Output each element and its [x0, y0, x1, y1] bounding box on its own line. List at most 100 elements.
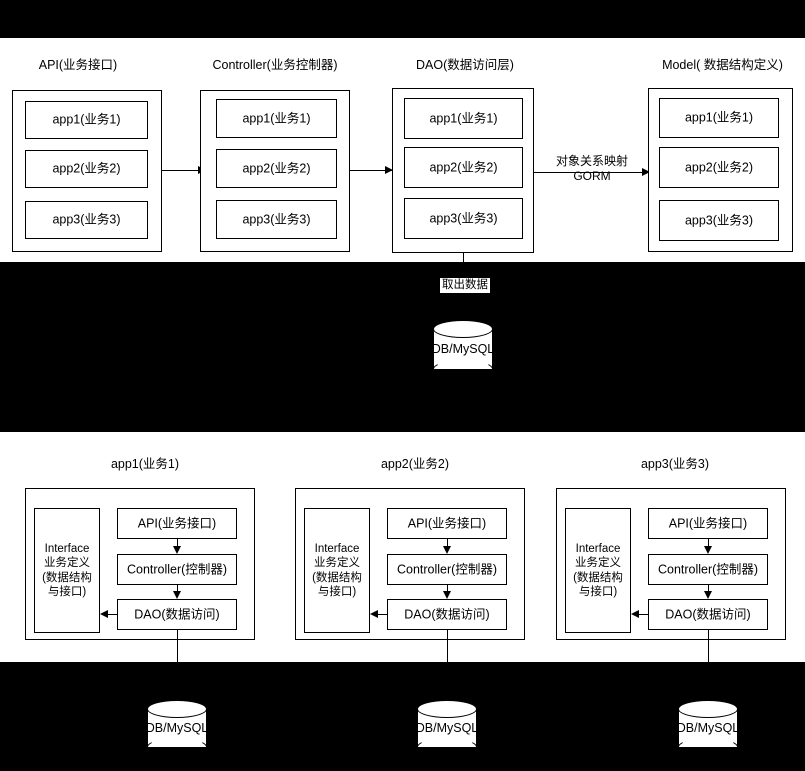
model-item-app1-label: app1(业务1) — [684, 110, 754, 125]
module-app1-api-box[interactable]: API(业务接口) — [117, 508, 237, 539]
module-app3-controller-box[interactable]: Controller(控制器) — [648, 554, 768, 585]
module-app3-api-label: API(业务接口) — [668, 516, 748, 530]
edge-dao-to-model-label-line2: GORM — [573, 169, 611, 183]
module-app2-edge-controller-dao-line — [447, 585, 448, 592]
edge-controller-to-dao-arrowhead — [385, 165, 393, 174]
module-app3-edge-dao-interface-line — [635, 614, 649, 615]
module-app1-dao-label: DAO(数据访问) — [134, 607, 220, 621]
database-app3-top-ellipse — [678, 700, 738, 718]
module-app1-controller-label: Controller(控制器) — [126, 562, 227, 576]
dao-item-app1-label: app1(业务1) — [429, 111, 498, 125]
module-title-app2: app2(业务2) — [380, 457, 450, 471]
edge-dao-to-database-label: 取出数据 — [440, 278, 490, 293]
column-title-dao: DAO(数据访问层) — [416, 58, 514, 72]
module-app1-edge-dao-interface-line — [104, 614, 118, 615]
column-title-api: API(业务接口) — [38, 58, 118, 72]
dao-item-app1[interactable]: app1(业务1) — [404, 98, 523, 139]
database-main-top-ellipse — [433, 320, 493, 338]
edge-dao-to-model-line — [534, 172, 649, 173]
api-item-app1[interactable]: app1(业务1) — [25, 101, 148, 139]
module-app2-edge-dao-interface-line — [374, 614, 388, 615]
api-item-app2[interactable]: app2(业务2) — [25, 150, 148, 188]
column-title-controller: Controller(业务控制器) — [212, 58, 338, 72]
database-app1-top-ellipse — [147, 700, 207, 718]
module-app1-edge-controller-dao-arrowhead — [172, 591, 181, 599]
edge-dao-to-model-arrowhead — [642, 167, 650, 176]
module-app3-edge-controller-dao-line — [708, 585, 709, 592]
controller-item-app2-label: app2(业务2) — [242, 161, 311, 175]
controller-item-app3[interactable]: app3(业务3) — [216, 200, 337, 239]
module-title-app1: app1(业务1) — [110, 457, 180, 471]
controller-item-app1-label: app1(业务1) — [242, 111, 311, 125]
dao-item-app2[interactable]: app2(业务2) — [404, 147, 523, 188]
edge-dao-to-database-line — [463, 253, 464, 262]
module-app1-edge-dao-database-line — [177, 630, 178, 662]
module-app1-dao-box[interactable]: DAO(数据访问) — [117, 599, 237, 630]
database-app2-label: DB/MySQL — [415, 721, 479, 735]
database-main[interactable]: DB/MySQL — [432, 320, 494, 378]
edge-controller-to-dao-line — [350, 170, 392, 171]
module-app2-edge-dao-interface-arrowhead — [370, 609, 378, 618]
model-item-app2-label: app2(业务2) — [684, 160, 754, 174]
database-app1-label: DB/MySQL — [145, 721, 209, 735]
module-app2-controller-label: Controller(控制器) — [396, 562, 497, 576]
api-item-app1-label: app1(业务1) — [52, 112, 121, 127]
module-app3-dao-box[interactable]: DAO(数据访问) — [648, 599, 768, 630]
edge-dao-to-model-label-line1: 对象关系映射 — [555, 154, 628, 168]
controller-item-app3-label: app3(业务3) — [242, 212, 311, 226]
module-app3-controller-label: Controller(控制器) — [657, 562, 758, 576]
module-app3-edge-dao-database-line — [708, 630, 709, 662]
model-item-app3[interactable]: app3(业务3) — [659, 200, 779, 241]
module-app1-edge-controller-dao-line — [177, 585, 178, 592]
module-app2-dao-label: DAO(数据访问) — [404, 607, 490, 621]
module-app1-api-label: API(业务接口) — [137, 516, 217, 530]
database-app2-top-ellipse — [417, 700, 477, 718]
dao-item-app2-label: app2(业务2) — [429, 160, 498, 174]
database-app3-label: DB/MySQL — [676, 721, 740, 735]
edge-api-to-controller-line — [162, 170, 205, 171]
module-app1-edge-api-controller-arrowhead — [172, 546, 181, 554]
module-title-app3: app3(业务3) — [640, 457, 710, 471]
controller-item-app1[interactable]: app1(业务1) — [216, 99, 337, 138]
controller-item-app2[interactable]: app2(业务2) — [216, 149, 337, 188]
module-app2-edge-controller-dao-arrowhead — [442, 591, 451, 599]
api-item-app3-label: app3(业务3) — [52, 212, 121, 227]
database-app3[interactable]: DB/MySQL — [676, 700, 740, 756]
dao-item-app3[interactable]: app3(业务3) — [404, 198, 523, 239]
module-app1-edge-api-controller-line — [177, 539, 178, 547]
module-app2-edge-api-controller-arrowhead — [442, 546, 451, 554]
module-app2-edge-api-controller-line — [447, 539, 448, 547]
module-app3-dao-label: DAO(数据访问) — [665, 607, 751, 621]
api-item-app3[interactable]: app3(业务3) — [25, 201, 148, 239]
database-app2-bottom-ellipse — [417, 738, 477, 756]
module-app1-edge-dao-interface-arrowhead — [100, 609, 108, 618]
module-app1-controller-box[interactable]: Controller(控制器) — [117, 554, 237, 585]
database-app3-bottom-ellipse — [678, 738, 738, 756]
database-main-bottom-ellipse — [433, 360, 493, 378]
api-item-app2-label: app2(业务2) — [52, 161, 121, 176]
module-app2-edge-dao-database-line — [447, 630, 448, 662]
module-app2-controller-box[interactable]: Controller(控制器) — [387, 554, 507, 585]
model-item-app1[interactable]: app1(业务1) — [659, 98, 779, 138]
module-app2-dao-box[interactable]: DAO(数据访问) — [387, 599, 507, 630]
module-app2-api-box[interactable]: API(业务接口) — [387, 508, 507, 539]
database-app1-bottom-ellipse — [147, 738, 207, 756]
module-app3-edge-dao-interface-arrowhead — [631, 609, 639, 618]
module-app3-edge-controller-dao-arrowhead — [703, 591, 712, 599]
module-app2-api-label: API(业务接口) — [407, 516, 487, 530]
module-app3-edge-api-controller-arrowhead — [703, 546, 712, 554]
dao-item-app3-label: app3(业务3) — [429, 211, 498, 225]
module-app3-api-box[interactable]: API(业务接口) — [648, 508, 768, 539]
module-app3-edge-api-controller-line — [708, 539, 709, 547]
model-item-app2[interactable]: app2(业务2) — [659, 147, 779, 188]
column-title-model: Model( 数据结构定义) — [662, 58, 783, 72]
database-app1[interactable]: DB/MySQL — [145, 700, 209, 756]
database-app2[interactable]: DB/MySQL — [415, 700, 479, 756]
